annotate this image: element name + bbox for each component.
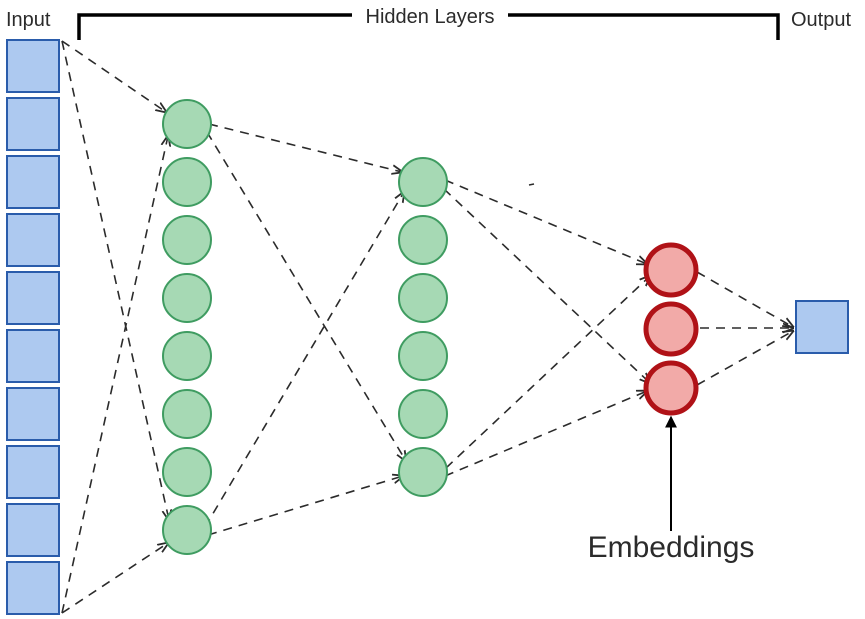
node-hidden-2-2 (398, 215, 448, 265)
node-hidden-2-1 (398, 157, 448, 207)
node-input-4 (6, 213, 60, 267)
output-layer-label: Output (791, 9, 851, 31)
bracket-right-segment (508, 13, 780, 40)
node-hidden-2-6 (398, 447, 448, 497)
bracket-left-segment (77, 13, 352, 40)
node-input-7 (6, 387, 60, 441)
node-output-1 (795, 300, 849, 354)
node-hidden-1-5 (162, 331, 212, 381)
input-layer-label: Input (6, 9, 51, 31)
node-hidden-1-1 (162, 99, 212, 149)
node-input-10 (6, 561, 60, 615)
node-hidden-2-3 (398, 273, 448, 323)
edge-hidden1-top-to-hidden2-top (208, 123, 402, 172)
node-input-2 (6, 97, 60, 151)
node-input-5 (6, 271, 60, 325)
network-nodes (6, 39, 849, 615)
edge-hidden2-top-to-embedding-top (444, 179, 647, 264)
node-hidden-1-8 (162, 505, 212, 555)
edge-input-top-to-hidden1-top (61, 40, 166, 112)
hidden-layers-label: Hidden Layers (366, 6, 495, 28)
embeddings-label: Embeddings (588, 531, 755, 564)
node-hidden-1-2 (162, 157, 212, 207)
node-input-3 (6, 155, 60, 209)
edge-hidden2-top-to-embedding-bottom (443, 188, 650, 383)
edge-hidden1-top-to-hidden2-bottom (206, 131, 406, 461)
node-hidden-1-6 (162, 389, 212, 439)
node-hidden-1-3 (162, 215, 212, 265)
edge-hidden2-bottom-to-embedding-top (445, 276, 650, 469)
edge-embedding-bottom-to-output (696, 331, 793, 386)
node-embeddings-1 (643, 242, 699, 298)
node-hidden-1-7 (162, 447, 212, 497)
node-hidden-2-5 (398, 389, 448, 439)
edge-hidden1-bottom-to-hidden2-top (204, 192, 404, 528)
stray-dash-artifact (528, 183, 535, 186)
edge-embedding-top-to-output (696, 271, 793, 327)
edge-hidden2-bottom-to-embedding-bottom (444, 391, 647, 477)
node-embeddings-3 (643, 360, 699, 416)
node-hidden-1-4 (162, 273, 212, 323)
edge-input-bottom-to-hidden1-top (61, 136, 168, 614)
node-hidden-2-4 (398, 331, 448, 381)
edge-input-bottom-to-hidden1-bottom (61, 543, 168, 614)
edge-input-top-to-hidden1-bottom (61, 40, 169, 520)
node-embeddings-2 (643, 301, 699, 357)
connection-edges (61, 40, 793, 614)
hidden-layers-bracket (77, 13, 780, 40)
node-input-9 (6, 503, 60, 557)
node-input-8 (6, 445, 60, 499)
node-input-1 (6, 39, 60, 93)
edge-hidden1-bottom-to-hidden2-bottom (207, 476, 403, 536)
node-input-6 (6, 329, 60, 383)
